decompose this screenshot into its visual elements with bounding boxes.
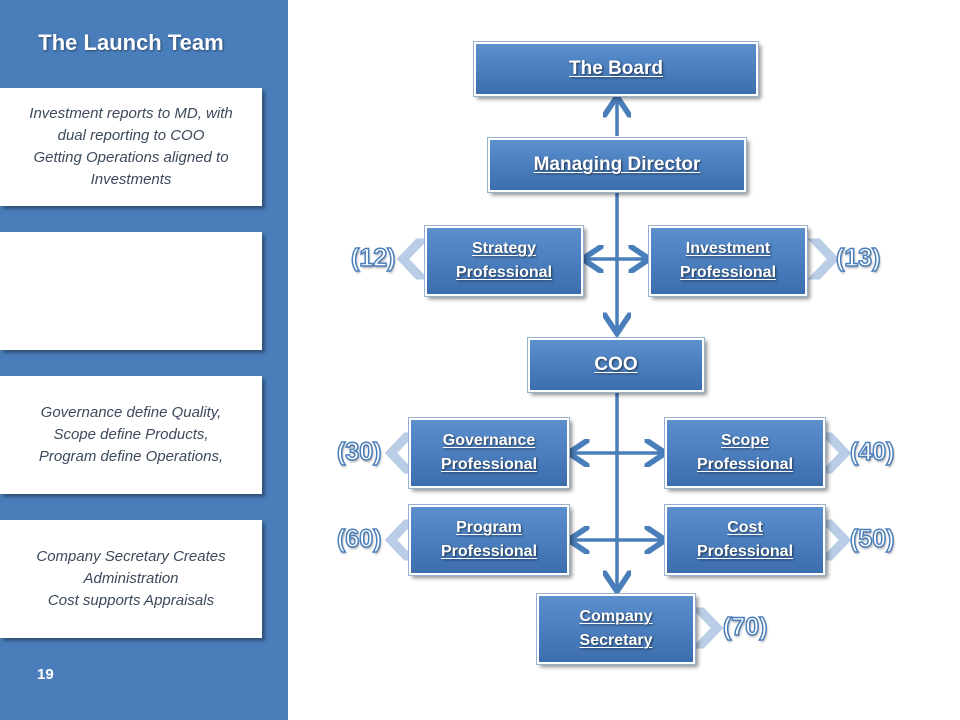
chevron-right-icon <box>688 606 725 650</box>
box-label: Professional <box>455 264 553 281</box>
note-line: Program define Operations, <box>38 448 224 465</box>
box-label: Program <box>456 519 522 536</box>
note-line: Governance define Quality, <box>40 404 222 421</box>
box-label: Secretary <box>579 632 653 649</box>
box-label: Investment <box>685 240 771 257</box>
sidebar: The Launch Team Investment reports to MD… <box>0 0 288 720</box>
note-card-text: Investment reports to MD, with dual repo… <box>29 103 232 191</box>
page-number: 19 <box>37 666 54 683</box>
note-line: Scope define Products, <box>53 426 209 443</box>
program-professional-box: Program Professional <box>408 504 570 576</box>
investment-professional-box: Investment Professional <box>648 225 808 297</box>
note-line: Administration <box>83 570 179 587</box>
chevron-right-icon <box>816 431 853 475</box>
scope-professional-box: Scope Professional <box>664 417 826 489</box>
chevron-left-icon <box>395 237 432 281</box>
note-line: Cost supports Appraisals <box>47 592 215 609</box>
sidebar-title: The Launch Team <box>38 30 224 55</box>
box-label: COO <box>594 354 638 375</box>
the-board-box: The Board <box>473 41 759 97</box>
note-card-governance: Governance define Quality, Scope define … <box>0 376 262 494</box>
company-secretary-count: (70) <box>722 612 768 642</box>
note-card-investment: Investment reports to MD, with dual repo… <box>0 88 262 206</box>
box-label: Scope <box>720 432 769 449</box>
box-label: Professional <box>696 456 794 473</box>
governance-professional-box: Governance Professional <box>408 417 570 489</box>
investment-count: (13) <box>835 243 881 273</box>
note-line: Investments <box>90 171 172 188</box>
chevron-right-icon <box>816 518 853 562</box>
box-label: The Board <box>569 58 663 79</box>
note-line: Company Secretary Creates <box>36 548 226 565</box>
chevron-left-icon <box>383 431 420 475</box>
cost-count: (50) <box>849 524 895 554</box>
box-label: Professional <box>440 456 538 473</box>
box-label: Professional <box>440 543 538 560</box>
managing-director-box: Managing Director <box>487 137 747 193</box>
box-label: Company <box>579 608 653 625</box>
scope-count: (40) <box>849 437 895 467</box>
coo-box: COO <box>527 337 705 393</box>
program-count: (60) <box>336 524 382 554</box>
note-card-company-secretary: Company Secretary Creates Administration… <box>0 520 262 638</box>
box-label: Cost <box>727 519 763 536</box>
note-line: Investment reports to MD, with <box>29 105 233 122</box>
box-label: Governance <box>442 432 536 449</box>
chevron-left-icon <box>383 518 420 562</box>
box-label: Professional <box>696 543 794 560</box>
note-line: Getting Operations aligned to <box>33 149 229 166</box>
box-label: Managing Director <box>533 154 701 175</box>
note-card-text: Governance define Quality, Scope define … <box>39 402 223 468</box>
strategy-professional-box: Strategy Professional <box>424 225 584 297</box>
note-line: dual reporting to COO <box>57 127 205 144</box>
governance-count: (30) <box>336 437 382 467</box>
company-secretary-box: Company Secretary <box>536 593 696 665</box>
box-label: Strategy <box>471 240 537 257</box>
note-card-empty <box>0 232 262 350</box>
chevron-right-icon <box>804 237 841 281</box>
note-card-text: Company Secretary Creates Administration… <box>36 546 225 612</box>
cost-professional-box: Cost Professional <box>664 504 826 576</box>
box-label: Professional <box>679 264 777 281</box>
strategy-count: (12) <box>350 243 396 273</box>
